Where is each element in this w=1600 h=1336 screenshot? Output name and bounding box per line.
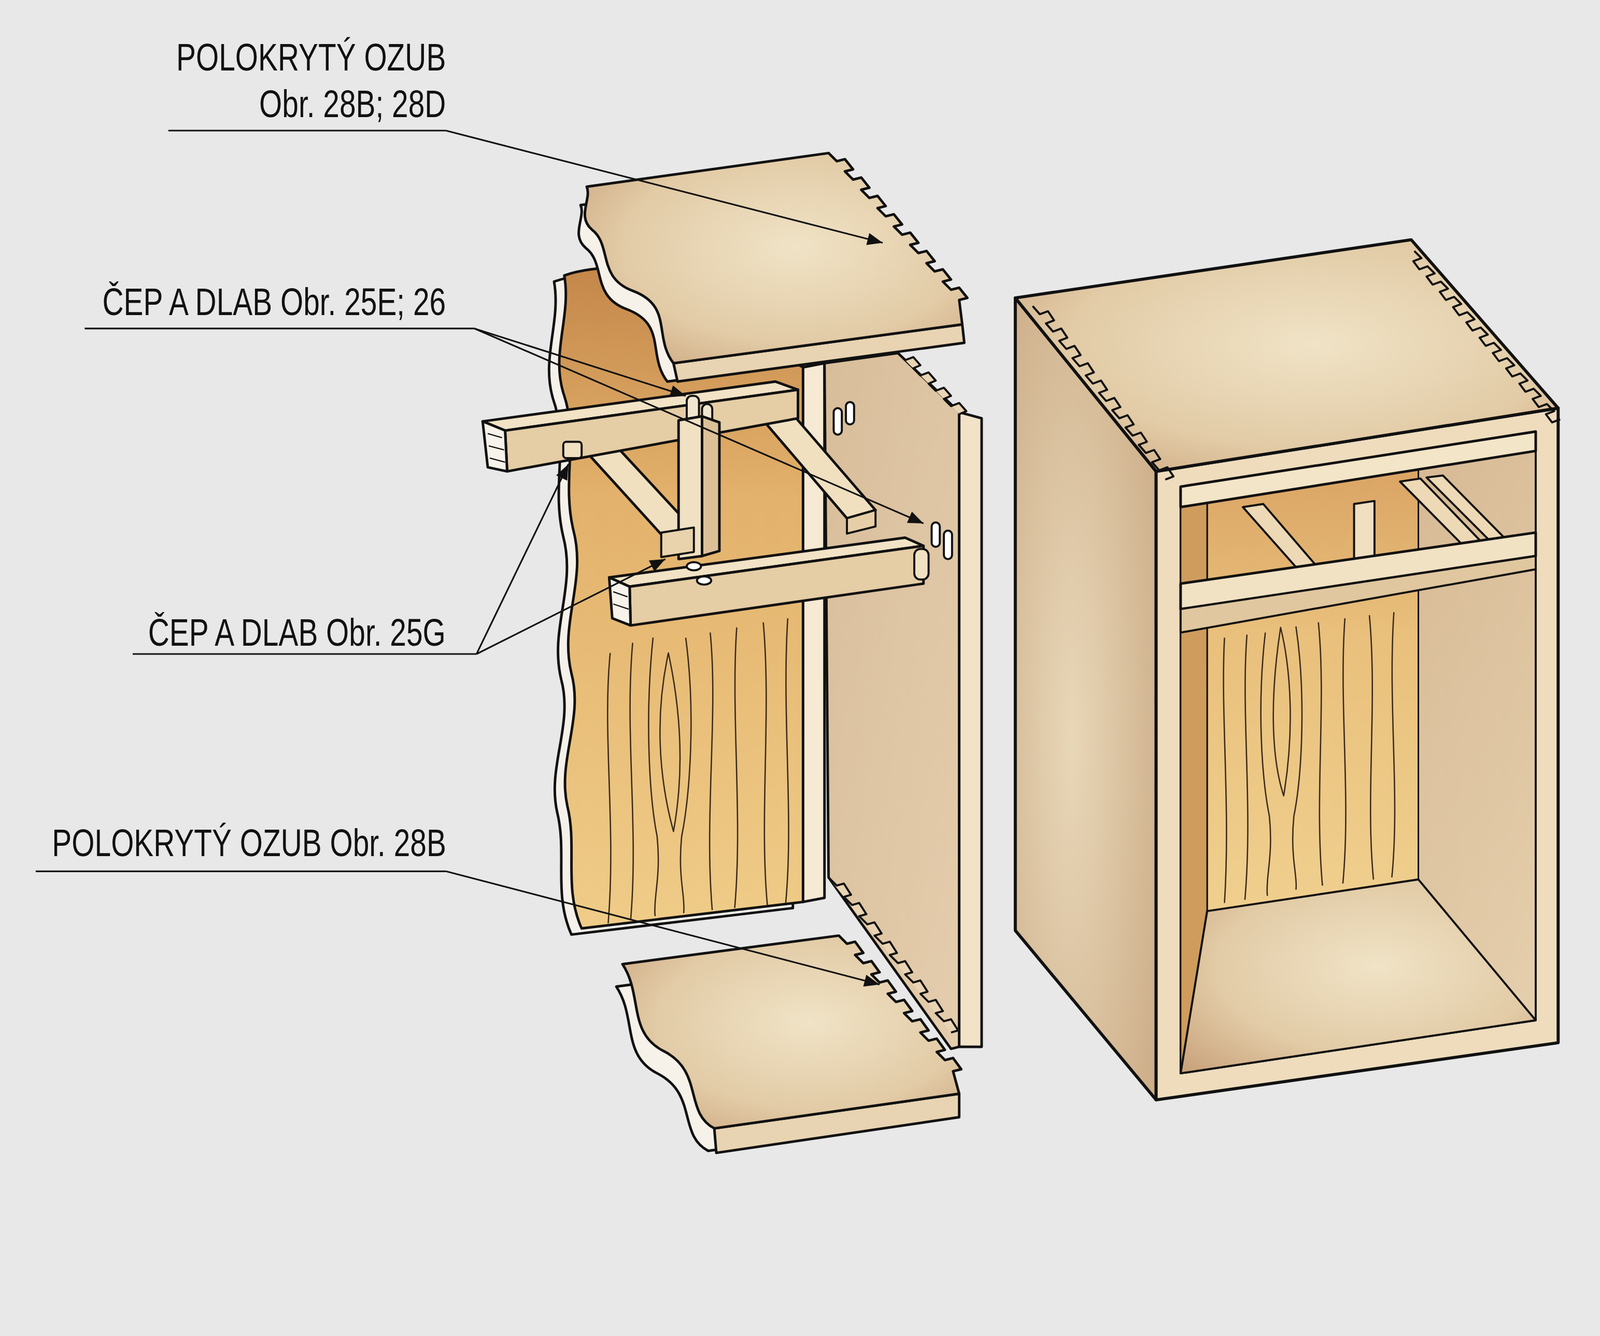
drawing-part [445, 130, 883, 244]
callout-label: POLOKRYTÝ OZUB Obr. 28B [51, 820, 446, 868]
drawing-part [1391, 612, 1395, 878]
exploded-cabinet [482, 152, 982, 1153]
drawing-part [1156, 408, 1559, 1101]
assembled-cabinet [1015, 239, 1561, 1101]
drawing-part [709, 632, 713, 911]
drawing-part [1207, 452, 1419, 912]
drawing-part [629, 545, 924, 626]
drawing-part [845, 402, 855, 425]
drawing-part [686, 562, 702, 571]
drawing-part [584, 152, 968, 364]
drawing-part [474, 328, 924, 524]
drawing-part [1180, 431, 1536, 1074]
drawing-part [1223, 637, 1227, 903]
drawing-part [697, 576, 712, 585]
drawing-part [785, 618, 789, 903]
drawing-part [445, 871, 880, 985]
drawing-part [661, 527, 695, 558]
leader-lines [35, 130, 924, 985]
callout-label: ČEP A DLAB Obr. 25G [148, 610, 446, 657]
drawing-part [35, 870, 446, 873]
drawing-part [1342, 618, 1347, 884]
drawing-part [648, 637, 659, 916]
drawing-part [1180, 879, 1536, 1074]
drawing-part [846, 510, 876, 534]
drawing-part [763, 622, 768, 905]
drawing-part [609, 577, 631, 626]
drawing-part [505, 389, 799, 472]
drawing-part [1032, 306, 1174, 480]
drawing-part [476, 559, 665, 655]
drawing-part [914, 548, 929, 580]
drawing-part [1015, 239, 1559, 472]
drawing-part [1180, 556, 1536, 633]
drawing-part [1292, 626, 1302, 890]
drawing-part [613, 591, 629, 610]
drawing-part [474, 328, 686, 396]
drawing-part [680, 637, 691, 914]
drawing-part [622, 935, 962, 1129]
drawing-part [898, 352, 967, 415]
drawing-part [482, 421, 507, 472]
drawing-part [563, 441, 582, 459]
drawing-part [1261, 632, 1271, 897]
drawing-part [607, 653, 611, 924]
wood-grain [1223, 612, 1395, 903]
drawing-part [833, 408, 842, 435]
drawing-part [1413, 250, 1561, 423]
drawing-part [487, 433, 505, 463]
drawing-part [931, 522, 940, 547]
drawing-part [1369, 615, 1374, 880]
callout-label: POLOKRYTÝ OZUB Obr. 28B; 28D [148, 34, 447, 129]
drawing-part [943, 530, 953, 560]
drawing-part [630, 642, 634, 921]
drawing-part [1244, 634, 1249, 901]
drawing-part [959, 412, 982, 1047]
drawing-part [659, 653, 680, 832]
drawing-part [1318, 622, 1323, 886]
drawing-part [168, 129, 447, 132]
drawing-part [702, 416, 720, 557]
wood-grain [607, 618, 789, 924]
drawing-part [84, 327, 475, 330]
drawing-part [734, 627, 739, 909]
drawing-part [476, 464, 569, 655]
callout-label: ČEP A DLAB Obr. 25E; 26 [102, 279, 447, 327]
drawing-part [1273, 627, 1291, 797]
